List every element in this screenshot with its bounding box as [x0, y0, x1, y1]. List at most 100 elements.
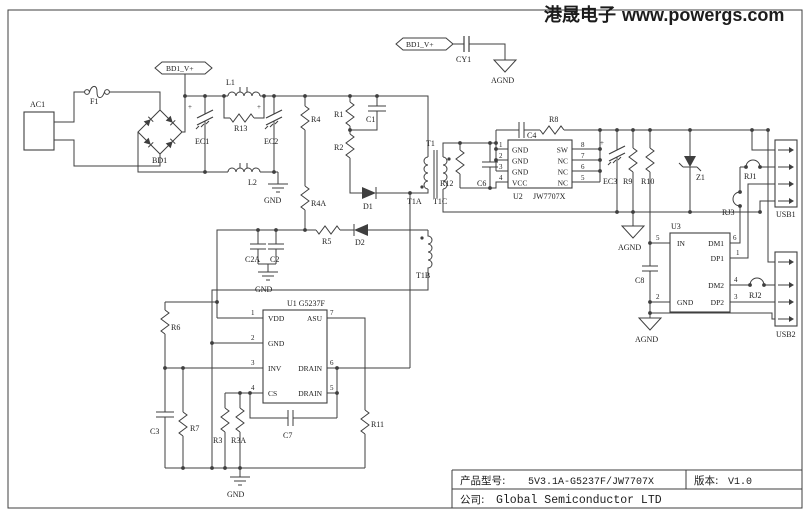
drain-wire: [409, 189, 429, 368]
u2-pin-sw: SW: [557, 146, 569, 155]
gnd-label: GND: [227, 490, 245, 499]
u1-section: U1 G5237F VDD GND INV CS ASU DRAIN DRAIN…: [165, 299, 410, 418]
gnd-symbol-main: GND: [227, 468, 250, 499]
agnd-symbol-u3: AGND: [635, 317, 663, 344]
usb1-pins: [778, 147, 794, 204]
u3-chip: [669, 232, 731, 313]
l1-label: L1: [226, 78, 235, 87]
r3a-resistor: [235, 407, 245, 433]
c4-label: C4: [527, 131, 536, 140]
r9-resistor: [628, 147, 638, 173]
dp1-wire: [730, 183, 775, 259]
snubber-section: R1 C1 R2 D1: [334, 96, 410, 211]
u1-pin-cs: CS: [268, 389, 277, 398]
plus-sign: +: [600, 139, 604, 147]
u1-pin-num-4: 4: [251, 384, 255, 392]
t1b-winding: [211, 230, 433, 468]
r5-resistor: [315, 225, 341, 235]
c3-capacitor: [156, 368, 174, 468]
r11-label: R11: [371, 420, 384, 429]
bottom-gnd-rail: [165, 434, 366, 469]
sheet-border: [7, 9, 803, 509]
top-rail: [185, 95, 429, 157]
t1b-label: T1B: [416, 271, 430, 280]
c6-capacitor: [482, 143, 498, 188]
r5-label: R5: [322, 237, 331, 246]
gnd-symbol-aux: GND: [255, 271, 278, 294]
title-block: 产品型号: 5V3.1A-G5237F/JW7707X 版本: V1.0 公司:…: [451, 469, 802, 508]
u2-pin-num-2: 2: [499, 152, 503, 160]
ac1-connector: [23, 111, 55, 151]
c1-label: C1: [366, 115, 375, 124]
u3-pin-num-4: 4: [734, 276, 738, 284]
wire: [164, 301, 217, 310]
u1-pin-vdd: VDD: [268, 314, 285, 323]
d2-label: D2: [355, 238, 365, 247]
u1-pin-num-2: 2: [251, 334, 255, 342]
plus-sign: +: [257, 103, 261, 111]
usb1-connector: [774, 139, 798, 208]
wire: [349, 158, 362, 194]
r6-label: R6: [171, 323, 180, 332]
model-label: 产品型号:: [460, 474, 506, 487]
aux-rail: [216, 229, 428, 318]
cy1-section: BD1_V+ CY1 AGND: [395, 36, 518, 85]
rj1-label: RJ1: [744, 172, 756, 181]
ec1-capacitor: +: [188, 96, 214, 172]
r3a-label: R3A: [231, 436, 246, 445]
cy1-label: CY1: [456, 55, 471, 64]
u3-pin-num-3: 3: [734, 293, 738, 301]
u2-pin-gnd2: GND: [512, 157, 529, 166]
u2-pin-nc7: NC: [558, 157, 568, 166]
agnd-label: AGND: [491, 76, 514, 85]
u2-pin-num-7: 7: [581, 152, 585, 160]
r11-resistor: [360, 409, 370, 435]
u2-pin-num-3: 3: [499, 163, 503, 171]
t1a-winding: [423, 156, 429, 190]
ac1-label: AC1: [30, 100, 45, 109]
u2-part-label: JW7707X: [533, 192, 566, 201]
r1-label: R1: [334, 110, 343, 119]
u2-pin-gnd1: GND: [512, 146, 529, 155]
u1-pin-drain1: DRAIN: [298, 364, 322, 373]
c6-label: C6: [477, 179, 486, 188]
r10-label: R10: [641, 177, 654, 186]
d1-diode: [362, 187, 377, 199]
usb1-label: USB1: [776, 210, 796, 219]
u1-title: U1 G5237F: [287, 299, 326, 308]
usb-section: USB1 USB2 RJ1 RJ3 RJ2: [722, 130, 798, 339]
u3-section: U3 IN GND DM1 DP1 DM2 DP2 5 2 6 1 4 3 C8…: [635, 222, 775, 344]
t1c-label: T1C: [433, 197, 447, 206]
u2-pin-gnd3: GND: [512, 168, 529, 177]
ec2-capacitor: +: [257, 96, 283, 172]
u1-pin-num-7: 7: [330, 309, 334, 317]
f1-label: F1: [90, 97, 98, 106]
ec1-label: EC1: [195, 137, 209, 146]
u1-externals: R6 C3 R7 R3 R3A C7 R11 GND: [150, 301, 384, 499]
t1c-winding: [442, 156, 448, 190]
r8-label: R8: [549, 115, 558, 124]
u3-pin-num-5: 5: [656, 234, 660, 242]
u3-ref-label: U3: [671, 222, 681, 231]
ec3-label: EC3: [603, 177, 617, 186]
u2-pin-num-1: 1: [499, 141, 503, 149]
dm1-wire: [730, 167, 741, 244]
ec3-capacitor: +: [600, 130, 626, 212]
r3-label: R3: [213, 436, 222, 445]
u2-pin-num-8: 8: [581, 141, 585, 149]
gnd-label: GND: [264, 196, 282, 205]
r3-resistor: [220, 407, 230, 433]
u3-left-stubs: [650, 242, 670, 303]
ec2-label: EC2: [264, 137, 278, 146]
c8-capacitor: [642, 243, 658, 318]
wire: [54, 91, 85, 123]
u1-pin-num-6: 6: [330, 359, 334, 367]
version-label: 版本:: [694, 474, 719, 487]
d2-diode: [353, 224, 368, 236]
r2-resistor: [345, 133, 355, 159]
c2a-label: C2A: [245, 255, 260, 264]
u3-pin-gnd: GND: [677, 298, 694, 307]
rj2-jumper: [749, 277, 765, 286]
u1-pin-drain2: DRAIN: [298, 389, 322, 398]
